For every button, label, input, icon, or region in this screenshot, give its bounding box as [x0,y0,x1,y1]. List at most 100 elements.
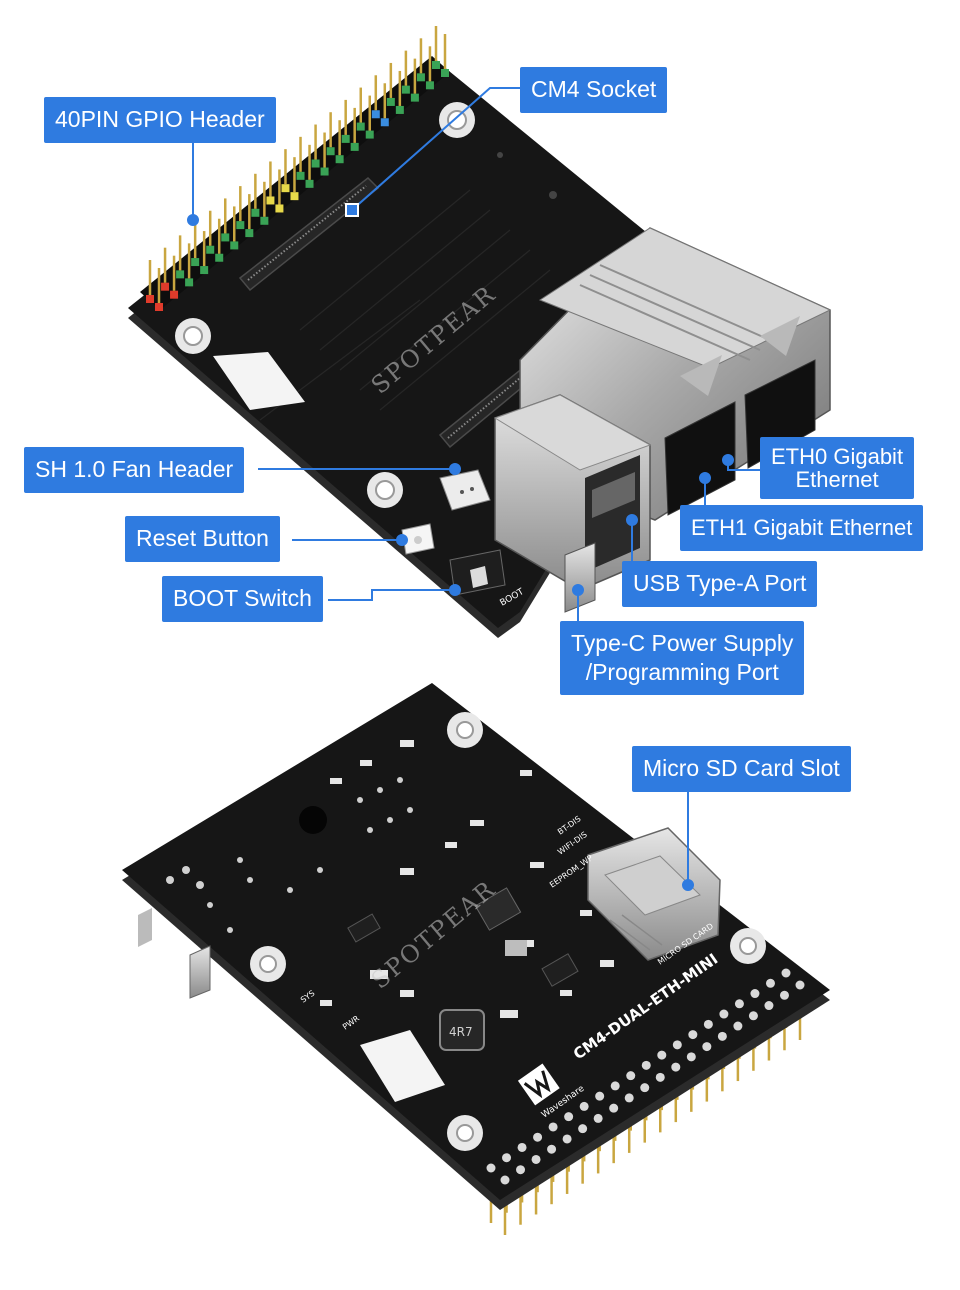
gpio-pin-base [365,130,374,139]
through-hole [733,1021,743,1031]
through-hole [703,1019,713,1029]
label-typec-line1: Type-C Power Supply [571,630,794,656]
bottom-board: 4R7 CM4-DUAL-ETH-MINI MICRO SD CARD EEPR… [122,683,830,1235]
bottom-board-pcb [122,683,830,1200]
gpio-pin-base [296,171,305,180]
label-gpio-header: 40PIN GPIO Header [44,97,276,143]
gpio-pin-base [191,258,200,267]
through-hole [657,1050,667,1060]
gpio-pin-base [215,253,224,262]
gpio-pin-base [230,241,239,250]
through-hole [517,1142,527,1152]
label-fan-header: SH 1.0 Fan Header [24,447,245,493]
label-cm4-socket: CM4 Socket [520,67,668,113]
gpio-pin-base [146,295,154,303]
top-board: BOOT SPOTPEAR [128,26,832,638]
gpio-pin-base [161,282,170,291]
gpio-pin-base [401,85,410,94]
label-eth0: ETH0 Gigabit Ethernet [760,437,915,499]
through-hole [609,1103,619,1113]
gpio-pin-base [260,216,269,225]
gpio-pin-base [170,290,179,299]
through-hole [533,1132,543,1142]
gpio-pin-base [341,134,350,143]
gpio-pin-base [155,303,163,311]
through-hole [502,1153,512,1163]
through-hole [516,1165,526,1175]
through-hole [486,1163,496,1173]
bottom-label-pad [360,1030,445,1102]
label-eth0-line1: ETH0 Gigabit [771,444,904,469]
through-hole [748,1011,758,1021]
ic-chips: 4R7 [347,887,579,1051]
through-hole [795,980,805,990]
gpio-pin-base [311,159,320,168]
through-hole [641,1060,651,1070]
inductor [439,1009,485,1051]
through-hole [688,1030,698,1040]
through-hole [640,1083,650,1093]
through-hole [593,1113,603,1123]
gpio-pin-base [350,142,359,151]
through-hole [548,1122,558,1132]
through-hole [624,1093,634,1103]
fan-header [439,469,491,511]
type-c-port [564,542,596,613]
label-eth0-line2: Ethernet [795,467,879,492]
gpio-pin-base [221,233,230,242]
gpio-pin-base [251,208,260,217]
through-hole [595,1091,605,1101]
through-hole [781,968,791,978]
gpio-pin-base [320,167,329,176]
gpio-pin-base [236,221,245,230]
label-reset-button: Reset Button [125,516,280,562]
label-pad [213,352,305,410]
through-hole [779,990,789,1000]
svg-text:4R7: 4R7 [449,1025,473,1039]
boot-switch-part [449,549,506,596]
gpio-pin-base [441,69,449,77]
usb-a-port [493,394,652,591]
solder-pads [166,777,413,933]
gpio-pin-base [425,81,434,90]
eth1-port [664,401,736,516]
gpio-through-holes [486,968,805,1185]
through-hole [719,1009,729,1019]
gpio-pin-base [185,278,194,287]
through-hole [579,1101,589,1111]
through-hole [702,1042,712,1052]
through-hole [717,1031,727,1041]
gpio-pin-base [245,229,254,238]
through-hole [500,1175,510,1185]
gpio-pin-base [386,97,395,106]
gpio-pin-base [371,110,380,119]
gpio-pin-base [200,266,209,275]
through-hole [765,978,775,988]
through-hole [734,999,744,1009]
through-hole [562,1134,572,1144]
label-usb-a: USB Type-A Port [622,561,818,607]
label-typec-line2: /Programming Port [585,659,779,685]
mounting-holes-bottom [250,712,766,1151]
through-hole [671,1062,681,1072]
through-hole [547,1144,557,1154]
through-hole [626,1071,636,1081]
gpio-pin-base [356,122,365,131]
through-hole [531,1154,541,1164]
gpio-pin-base [335,155,344,164]
through-hole [564,1112,574,1122]
through-hole [686,1052,696,1062]
gpio-pin-base [290,192,299,201]
gpio-pin-base [432,61,440,69]
label-typec: Type-C Power Supply /Programming Port [560,621,805,695]
gpio-pin-base [395,105,404,114]
label-micro-sd: Micro SD Card Slot [632,746,851,792]
through-hole [672,1040,682,1050]
gpio-pin-base [206,245,215,254]
through-hole [578,1124,588,1134]
gpio-pin-base [266,196,275,205]
through-hole [610,1081,620,1091]
gpio-pin-base [305,179,314,188]
gpio-pin-base [176,270,185,279]
